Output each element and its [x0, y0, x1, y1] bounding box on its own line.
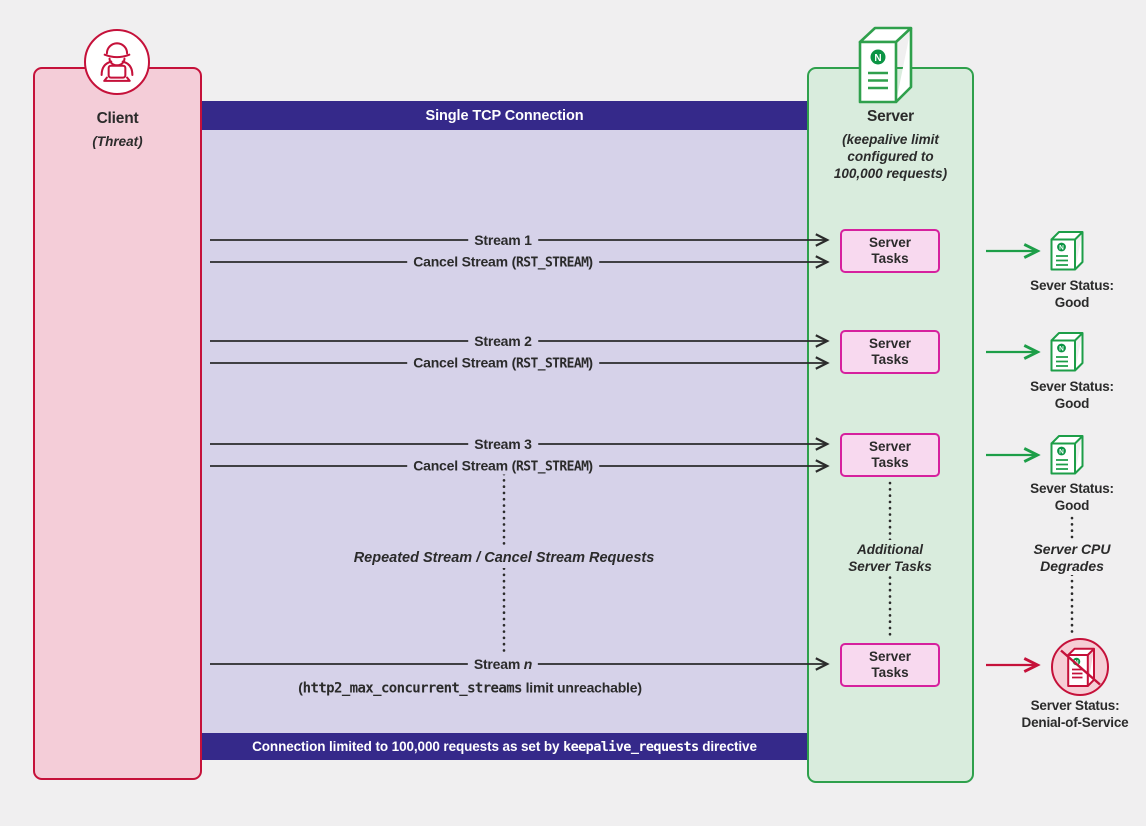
cancel-stream-1-label: Cancel Stream (RST_STREAM)	[407, 253, 599, 271]
repeated-streams-label: Repeated Stream / Cancel Stream Requests	[347, 548, 661, 568]
hacker-at-laptop-icon	[88, 31, 146, 94]
server-title: Server	[866, 108, 915, 125]
status-server-icon-1: N	[1050, 231, 1084, 276]
tcp-connection-header-label: Single TCP Connection	[425, 107, 584, 124]
additional-server-tasks-label: Additional Server Tasks	[844, 540, 936, 576]
svg-text:N: N	[1059, 449, 1064, 456]
client-subtitle: (Threat)	[92, 134, 143, 149]
keepalive-footer-text: Connection limited to 100,000 requests a…	[252, 738, 757, 755]
tcp-connection-header: Single TCP Connection	[202, 101, 807, 130]
svg-text:N: N	[1059, 346, 1064, 353]
status-server-icon-3: N	[1050, 435, 1084, 480]
dotted-continuations	[502, 472, 1074, 658]
stream-arrows	[210, 233, 830, 671]
client-title: Client	[96, 110, 139, 127]
stream-2-label: Stream 2	[468, 333, 538, 349]
stream-n-note: (http2_max_concurrent_streams limit unre…	[298, 679, 642, 697]
server-subtitle-line1: (keepalive limit	[842, 132, 939, 147]
cpu-degrades-label: Server CPU Degrades	[1002, 541, 1142, 575]
cancel-stream-3-label: Cancel Stream (RST_STREAM)	[407, 457, 599, 475]
dos-status-text: Server Status: Denial-of-Service	[1021, 698, 1129, 730]
stream-n-label: Stream n	[467, 656, 539, 672]
server-subtitle-line2: configured to	[847, 149, 934, 164]
keepalive-requests-directive: keepalive_requests	[563, 738, 699, 755]
svg-text:N: N	[874, 53, 881, 64]
status-text-3: Sever Status:Good	[1030, 481, 1114, 513]
nginx-server-blocked-icon: N	[1051, 638, 1109, 696]
server-subtitle: (keepalive limit configured to 100,000 r…	[807, 131, 974, 182]
keepalive-footer: Connection limited to 100,000 requests a…	[202, 733, 807, 760]
cancel-stream-2-label: Cancel Stream (RST_STREAM)	[407, 354, 599, 372]
status-text-1: Sever Status:Good	[1030, 278, 1114, 310]
svg-text:N: N	[1059, 245, 1064, 252]
client-icon-badge	[84, 29, 150, 95]
status-arrows-good	[986, 251, 1036, 455]
stream-1-label: Stream 1	[468, 232, 538, 248]
server-subtitle-line3: 100,000 requests)	[833, 166, 948, 181]
stream-3-label: Stream 3	[468, 436, 538, 452]
nginx-server-icon: N	[858, 26, 922, 111]
status-text-2: Sever Status:Good	[1030, 379, 1114, 411]
client-box	[33, 67, 202, 780]
status-server-icon-2: N	[1050, 332, 1084, 377]
